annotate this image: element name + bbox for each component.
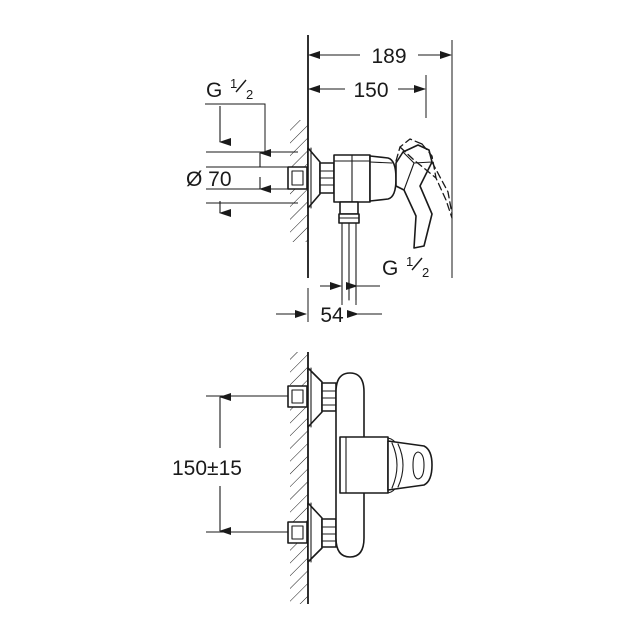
thread-inlet-denominator: 2 [246, 87, 253, 102]
thread-inlet-numerator: 1 [230, 76, 237, 91]
dim-54-label: 54 [320, 304, 344, 327]
dimension-189: 189 [307, 40, 453, 278]
thread-outlet-g: G [382, 257, 398, 280]
dimension-diameter-70: Ø 70 [186, 149, 298, 217]
side-view-group: 189 150 G 1 2 [186, 35, 453, 327]
front-view-group: 150±15 [172, 352, 433, 604]
dimension-150pm15: 150±15 [172, 393, 298, 535]
dim-189-label: 189 [371, 45, 406, 68]
thread-outlet-denominator: 2 [422, 265, 429, 280]
mixer-body-front [287, 367, 433, 563]
dim-150-label: 150 [353, 79, 388, 102]
dimension-54: 54 [276, 288, 382, 327]
thread-label-outlet: G 1 2 [320, 254, 429, 305]
mixer-body-side [287, 138, 453, 301]
thread-outlet-numerator: 1 [406, 254, 413, 269]
wall-section-top [290, 35, 309, 278]
dimension-150: 150 [308, 75, 427, 118]
dim-diameter-70-label: Ø 70 [186, 168, 232, 191]
dim-150pm15-label: 150±15 [172, 457, 242, 480]
thread-inlet-g: G [206, 79, 222, 102]
thread-label-inlet: G 1 2 [205, 76, 266, 152]
